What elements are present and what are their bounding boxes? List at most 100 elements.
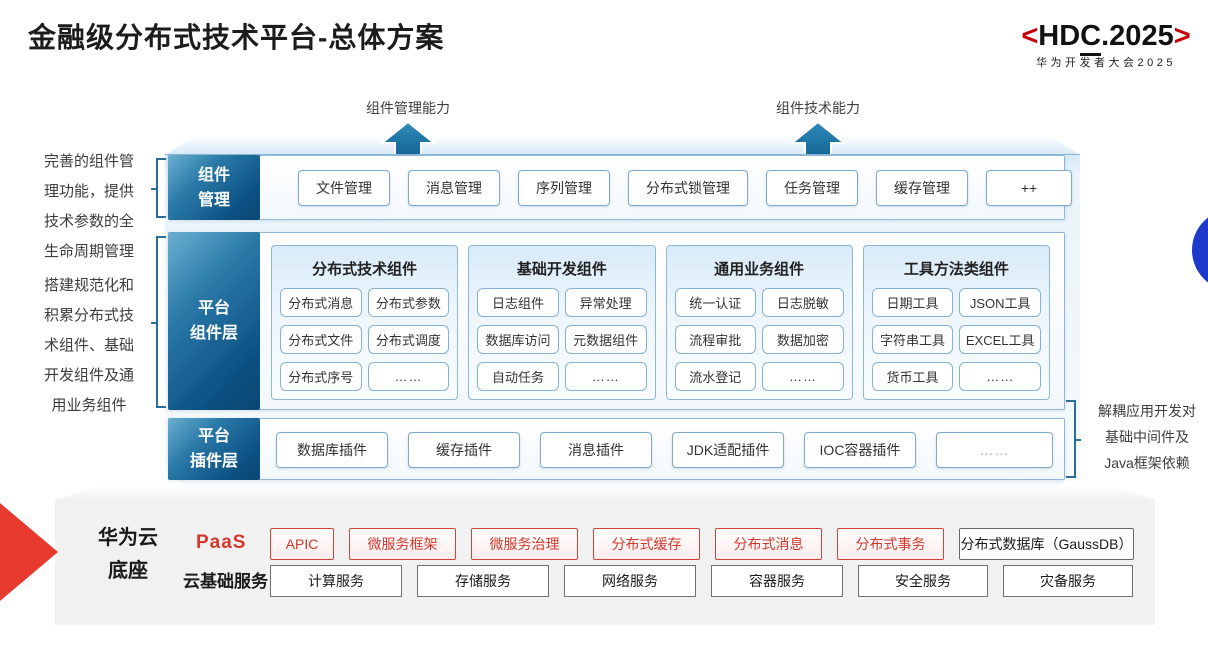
cell-workflow-approval: 流程审批 bbox=[674, 325, 757, 354]
group-title: 分布式技术组件 bbox=[312, 261, 418, 278]
cell-metadata-component: 元数据组件 bbox=[564, 325, 647, 354]
group-tool-methods: 工具方法类组件 日期工具 JSON工具 字符串工具 EXCEL工具 货币工具 …… bbox=[862, 245, 1050, 400]
plugin-items: 数据库插件 缓存插件 消息插件 JDK适配插件 IOC容器插件 …… bbox=[276, 432, 1053, 468]
cloud-services-label: 云基础服务 bbox=[183, 572, 268, 591]
chip-ellipsis: …… bbox=[936, 432, 1053, 468]
backdrop-topline bbox=[165, 154, 1080, 155]
cell-string-tool: 字符串工具 bbox=[871, 325, 954, 354]
paas-label: PaaS bbox=[196, 532, 247, 553]
chip-distributed-cache: 分布式缓存 bbox=[593, 528, 700, 560]
chip-distributed-message: 分布式消息 bbox=[715, 528, 822, 560]
capability-tech-label: 组件技术能力 bbox=[776, 100, 860, 116]
chip-compute-service: 计算服务 bbox=[270, 565, 402, 597]
capability-tech: 组件技术能力 bbox=[758, 98, 878, 161]
logo-name-c: C bbox=[1080, 20, 1102, 56]
logo-right-bracket: > bbox=[1173, 20, 1191, 52]
cell-json-tool: JSON工具 bbox=[959, 288, 1041, 317]
chip-storage-service: 存储服务 bbox=[417, 565, 549, 597]
bracket-components bbox=[151, 236, 166, 408]
layer-platform-plugins: 平台 插件层 数据库插件 缓存插件 消息插件 JDK适配插件 IOC容器插件 …… bbox=[168, 418, 1065, 480]
cell-data-encryption: 数据加密 bbox=[762, 325, 844, 354]
chip-db-plugin: 数据库插件 bbox=[276, 432, 388, 468]
chip-sequence-mgmt: 序列管理 bbox=[518, 170, 610, 206]
cloud-items: 计算服务 存储服务 网络服务 容器服务 安全服务 灾备服务 bbox=[270, 565, 1133, 597]
cell-ellipsis: …… bbox=[564, 362, 647, 391]
cell-distributed-message: 分布式消息 bbox=[280, 288, 362, 317]
logo-name-post: .2025 bbox=[1101, 20, 1174, 52]
chip-cache-mgmt: 缓存管理 bbox=[876, 170, 968, 206]
note-component-mgmt: 完善的组件管 理功能，提供 技术参数的全 生命周期管理 bbox=[43, 153, 134, 260]
cell-date-tool: 日期工具 bbox=[871, 288, 954, 317]
note-platform-components: 搭建规范化和 积累分布式技 术组件、基础 开发组件及通 用业务组件 bbox=[43, 277, 134, 414]
chip-message-plugin: 消息插件 bbox=[540, 432, 652, 468]
group-basic-dev: 基础开发组件 日志组件 异常处理 数据库访问 元数据组件 自动任务 …… bbox=[468, 245, 656, 400]
foundation-label: 华为云 底座 bbox=[98, 527, 158, 582]
foundation-bevel bbox=[55, 487, 1155, 500]
cell-currency-tool: 货币工具 bbox=[871, 362, 954, 391]
chip-security-service: 安全服务 bbox=[858, 565, 988, 597]
chip-jdk-plugin: JDK适配插件 bbox=[672, 432, 784, 468]
group-common-business: 通用业务组件 统一认证 日志脱敏 流程审批 数据加密 流水登记 …… bbox=[665, 245, 853, 400]
logo-left-bracket: < bbox=[1021, 20, 1039, 52]
capability-mgmt: 组件管理能力 bbox=[348, 98, 468, 161]
foundation-panel bbox=[55, 499, 1155, 625]
note-plugins: 解耦应用开发对 基础中间件及 Java框架依赖 bbox=[1098, 403, 1196, 471]
chip-container-service: 容器服务 bbox=[711, 565, 843, 597]
cell-distributed-file: 分布式文件 bbox=[280, 325, 362, 354]
group-grid: 分布式消息 分布式参数 分布式文件 分布式调度 分布式序号 …… bbox=[280, 288, 450, 391]
page-title: 金融级分布式技术平台-总体方案 bbox=[28, 22, 445, 53]
blue-circle-decoration bbox=[1192, 209, 1208, 291]
group-grid: 日志组件 异常处理 数据库访问 元数据组件 自动任务 …… bbox=[477, 288, 647, 391]
group-distributed-tech: 分布式技术组件 分布式消息 分布式参数 分布式文件 分布式调度 分布式序号 …… bbox=[271, 245, 459, 400]
cell-ellipsis: …… bbox=[959, 362, 1041, 391]
cell-unified-auth: 统一认证 bbox=[674, 288, 757, 317]
group-grid: 日期工具 JSON工具 字符串工具 EXCEL工具 货币工具 …… bbox=[871, 288, 1041, 391]
logo-name-pre: HD bbox=[1038, 20, 1081, 52]
chip-apic: APIC bbox=[270, 528, 334, 560]
red-wedge-icon bbox=[0, 503, 58, 601]
layer-label-platform-components: 平台 组件层 bbox=[168, 232, 260, 410]
cell-exception-handling: 异常处理 bbox=[564, 288, 647, 317]
chip-gaussdb: 分布式数据库（GaussDB） bbox=[959, 528, 1134, 560]
component-mgmt-items: 文件管理 消息管理 序列管理 分布式锁管理 任务管理 缓存管理 ++ bbox=[298, 170, 1072, 206]
cell-auto-task: 自动任务 bbox=[477, 362, 559, 391]
chip-message-mgmt: 消息管理 bbox=[408, 170, 500, 206]
chip-distributed-lock-mgmt: 分布式锁管理 bbox=[628, 170, 748, 206]
cell-log-component: 日志组件 bbox=[477, 288, 559, 317]
chip-ioc-plugin: IOC容器插件 bbox=[804, 432, 916, 468]
cell-excel-tool: EXCEL工具 bbox=[959, 325, 1041, 354]
cell-log-masking: 日志脱敏 bbox=[762, 288, 844, 317]
hdc-logo-text: <HDC.2025> bbox=[1008, 20, 1204, 56]
chip-plus-plus: ++ bbox=[986, 170, 1072, 206]
chip-distributed-transaction: 分布式事务 bbox=[837, 528, 944, 560]
cell-journal-register: 流水登记 bbox=[674, 362, 757, 391]
group-title: 通用业务组件 bbox=[714, 261, 805, 278]
chip-network-service: 网络服务 bbox=[564, 565, 696, 597]
chip-file-mgmt: 文件管理 bbox=[298, 170, 390, 206]
cell-distributed-param: 分布式参数 bbox=[367, 288, 450, 317]
layer-platform-components: 平台 组件层 分布式技术组件 分布式消息 分布式参数 分布式文件 分布式调度 分… bbox=[168, 232, 1065, 410]
cell-ellipsis: …… bbox=[367, 362, 450, 391]
layer-label-platform-plugins: 平台 插件层 bbox=[168, 418, 260, 480]
chip-cache-plugin: 缓存插件 bbox=[408, 432, 520, 468]
chip-microservice-governance: 微服务治理 bbox=[471, 528, 578, 560]
component-groups: 分布式技术组件 分布式消息 分布式参数 分布式文件 分布式调度 分布式序号 ……… bbox=[271, 245, 1050, 400]
hdc-logo-subtitle: 华为开发者大会2025 bbox=[1036, 57, 1176, 69]
chip-microservice-framework: 微服务框架 bbox=[349, 528, 456, 560]
chip-task-mgmt: 任务管理 bbox=[766, 170, 858, 206]
group-title: 工具方法类组件 bbox=[903, 261, 1009, 278]
cell-ellipsis: …… bbox=[762, 362, 844, 391]
layer-component-mgmt: 组件 管理 文件管理 消息管理 序列管理 分布式锁管理 任务管理 缓存管理 ++ bbox=[168, 155, 1072, 220]
bracket-plugins bbox=[1066, 400, 1081, 478]
hdc-logo: <HDC.2025> 华为开发者大会2025 bbox=[1008, 20, 1204, 69]
group-grid: 统一认证 日志脱敏 流程审批 数据加密 流水登记 …… bbox=[674, 288, 844, 391]
layer-label-component-mgmt: 组件 管理 bbox=[168, 155, 260, 220]
chip-dr-service: 灾备服务 bbox=[1003, 565, 1133, 597]
bracket-mgmt bbox=[151, 158, 166, 218]
cell-distributed-schedule: 分布式调度 bbox=[367, 325, 450, 354]
cell-distributed-serial: 分布式序号 bbox=[280, 362, 362, 391]
capability-mgmt-label: 组件管理能力 bbox=[366, 100, 450, 116]
paas-items: APIC 微服务框架 微服务治理 分布式缓存 分布式消息 分布式事务 分布式数据… bbox=[270, 528, 1134, 560]
cell-db-access: 数据库访问 bbox=[477, 325, 559, 354]
